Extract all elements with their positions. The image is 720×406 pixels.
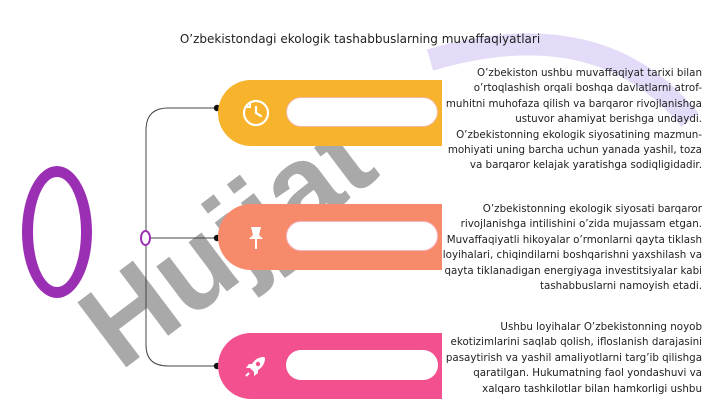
card-1-label-pill (286, 97, 438, 127)
description-2: O’zbekistonning ekologik siyosati barqar… (442, 203, 702, 293)
rocket-icon (240, 350, 272, 382)
card-3 (218, 333, 442, 399)
pushpin-icon (240, 221, 272, 253)
card-3-label-pill (286, 350, 438, 380)
card-2 (218, 204, 442, 270)
clock-icon (240, 97, 272, 129)
card-2-label-pill (286, 221, 438, 251)
description-1: O’zbekiston ushbu muvaffaqiyat tarixi bi… (445, 67, 702, 172)
page-title: O’zbekistondagi ekologik tashabbuslarnin… (179, 32, 541, 46)
card-1 (218, 80, 442, 146)
ring-shape (22, 166, 92, 298)
description-3: Ushbu loyihalar O’zbekistonning noyob ek… (445, 321, 702, 395)
connector-hub (140, 230, 151, 246)
